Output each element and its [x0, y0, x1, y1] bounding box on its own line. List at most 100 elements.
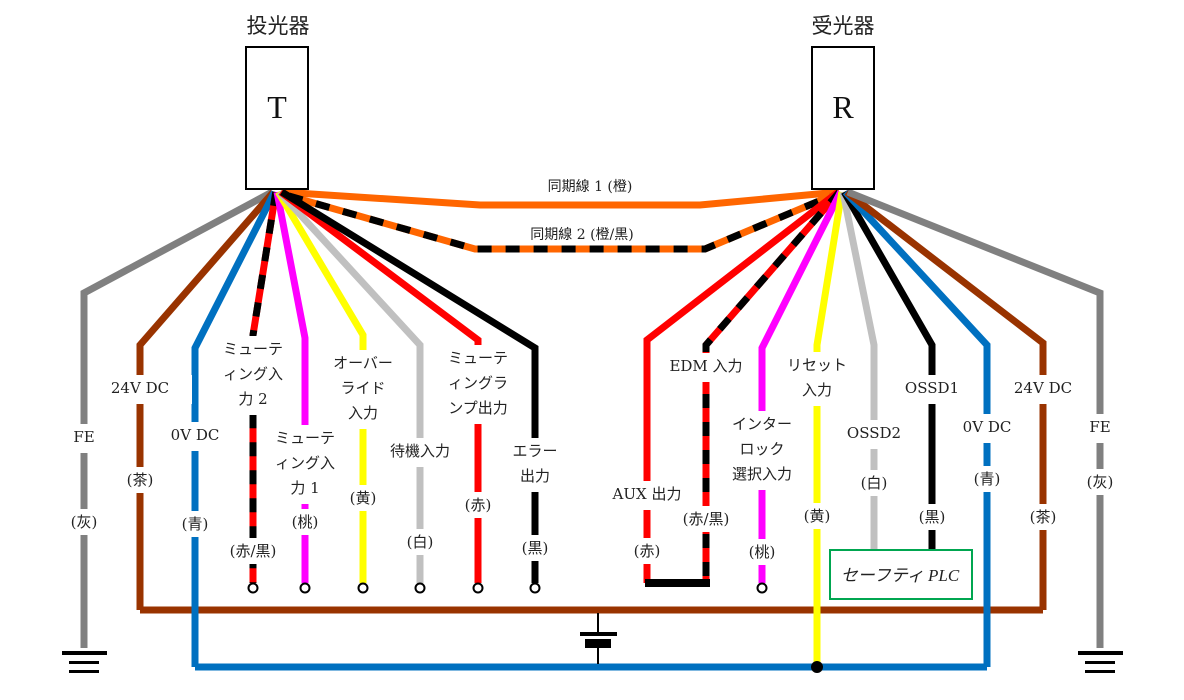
receiver-wire-edm-color-label: (赤/黒) — [683, 510, 730, 528]
receiver-wire-fe-name-label-gap — [1078, 414, 1122, 443]
receiver-wire-reset-name-line: 入力 — [802, 381, 832, 399]
emitter-wire-muting2-color-label-gap — [227, 538, 279, 564]
receiver-wire-24v-name-label-gap — [991, 375, 1095, 404]
emitter-wire-muting2-color-label: (赤/黒) — [230, 542, 277, 560]
receiver-wire-ossd2-color-label: (白) — [861, 474, 888, 492]
emitter-wire-mutinglamp-color-label-gap — [452, 492, 504, 518]
emitter-wire-fe-color-label-gap — [58, 509, 110, 535]
emitter-wire-muting1-name-line: 力 1 — [290, 479, 319, 497]
receiver-wire-0v-color-label: (青) — [974, 470, 1001, 488]
receiver-unit — [811, 46, 875, 190]
emitter-wire-muting1-name-line: ミューテ — [275, 429, 335, 447]
receiver-wire-0v — [842, 189, 991, 667]
emitter-wire-muting2-terminal — [247, 582, 259, 594]
receiver-wire-interlock-name-line: インター — [732, 415, 792, 433]
emitter-wire-0v-name-line: 0V DC — [171, 426, 220, 444]
receiver-wire-24v-name-line: 24V DC — [1014, 379, 1072, 397]
receiver-wire-24v-color-label: (茶) — [1030, 508, 1057, 526]
receiver-wire-aux-name-line: AUX 出力 — [612, 485, 682, 503]
receiver-wire-ossd2-name-line: OSSD2 — [847, 424, 901, 442]
emitter-wire-24v-name-label-gap — [88, 375, 192, 404]
receiver-wire-fe-name-line: FE — [1089, 418, 1110, 436]
emitter-wire-24v-color-label-gap — [114, 467, 166, 493]
emitter-wire-24v-color-label: (茶) — [127, 471, 154, 489]
power-source-negative-plate — [585, 639, 611, 648]
emitter-wire-muting1-name-label-gap — [268, 425, 342, 504]
receiver-wire-reset — [813, 191, 846, 667]
receiver-wire-edm-stripe — [702, 189, 843, 583]
receiver-wire-fe-color-label-gap — [1074, 469, 1126, 495]
receiver-wire-ossd2-name-label-gap — [829, 420, 919, 449]
emitter-wire-override-color-label: (黄) — [350, 489, 377, 507]
receiver-wire-edm-name-label-gap — [654, 353, 758, 382]
emitter-wire-0v-color-label-gap — [169, 511, 221, 537]
emitter-wire-muting1-name-line: ィング入 — [275, 454, 335, 472]
reset-0v-junction-dot — [811, 661, 823, 673]
emitter-wire-mutinglamp-name-line: ンプ出力 — [448, 399, 508, 417]
emitter-wire-muting1-color-label-gap — [279, 509, 331, 535]
emitter-wire-standby-name-line: 待機入力 — [390, 442, 450, 460]
emitter-wire-mutinglamp-color-label: (赤) — [465, 496, 492, 514]
emitter-wire-muting1-terminal — [299, 582, 311, 594]
emitter-wire-standby — [276, 189, 424, 583]
emitter-wire-24v — [136, 189, 277, 610]
emitter-letter: T — [267, 89, 287, 125]
emitter-wire-override-name-label-gap — [326, 350, 400, 429]
emitter-wire-standby-name-label-gap — [383, 438, 457, 467]
symbols-layer — [62, 579, 1123, 673]
receiver-wire-reset-color-label: (黄) — [804, 507, 831, 525]
emitter-wire-mutinglamp-name-line: ィングラ — [448, 374, 508, 392]
receiver-wire-edm-color-label-gap — [680, 506, 732, 532]
receiver-letter: R — [832, 89, 854, 125]
emitter-wire-standby-color-label-gap — [394, 529, 446, 555]
receiver-ground-icon-bar-1 — [1078, 651, 1123, 655]
emitter-wire-0v — [191, 190, 278, 667]
receiver-wire-ossd1-name-label-gap — [887, 375, 977, 404]
emitter-wire-muting2-name-label-gap — [216, 336, 290, 415]
emitter-wire-fe-name-line: FE — [73, 428, 94, 446]
receiver-wire-reset-name-line: リセット — [787, 356, 847, 374]
receiver-wire-ossd1 — [841, 190, 936, 550]
sync-line-2-wire-stripe — [288, 192, 833, 253]
receiver-wire-edm-name-line: EDM 入力 — [669, 357, 742, 375]
receiver-wire-interlock-name-line: ロック — [739, 440, 784, 458]
emitter-wire-error — [279, 189, 539, 583]
receiver-wire-interlock-color-label-gap — [736, 539, 788, 565]
emitter-title: 投光器 — [247, 14, 310, 38]
receiver-title: 受光器 — [812, 14, 875, 38]
receiver-wire-reset-name-label-gap — [780, 352, 854, 406]
emitter-wire-fe-name-label-gap — [62, 424, 106, 453]
emitter-ground-icon-bar-2 — [69, 661, 99, 664]
receiver-wire-interlock-color-label: (桃) — [749, 543, 776, 561]
safety-plc-label: セーフティ PLC — [841, 566, 960, 585]
receiver-wire-ossd2-color-label-gap — [848, 470, 900, 496]
receiver-wire-ossd1-name-line: OSSD1 — [905, 379, 959, 397]
receiver-wire-aux-name-label-gap — [595, 481, 699, 510]
emitter-wire-standby-terminal — [414, 582, 426, 594]
emitter-wire-mutinglamp-name-line: ミューテ — [448, 349, 508, 367]
emitter-wire-override-name-line: オーバー — [333, 354, 393, 372]
receiver-wire-aux-color-label-gap — [621, 538, 673, 564]
sync-line-1-label: 同期線 1 (橙) — [548, 179, 633, 195]
emitter-wire-override-name-line: ライド — [340, 379, 385, 397]
emitter-wire-error-name-label-gap — [505, 438, 565, 492]
receiver-wire-0v-color-label-gap — [961, 466, 1013, 492]
receiver-wire-aux-color-label: (赤) — [634, 542, 661, 560]
receiver-wire-fe — [846, 188, 1104, 648]
emitter-wire-error-name-line: エラー — [512, 442, 557, 460]
emitter-wire-override-color-label-gap — [337, 485, 389, 511]
emitter-wire-0v-color-label: (青) — [182, 515, 209, 533]
emitter-wire-error-name-line: 出力 — [520, 467, 550, 485]
emitter-wire-fe-color-label: (灰) — [71, 513, 98, 531]
emitter-unit — [245, 46, 309, 190]
receiver-wire-ossd1-color-label: (黒) — [919, 508, 946, 526]
emitter-ground-icon-bar-3 — [69, 670, 99, 673]
emitter-wire-override-name-line: 入力 — [348, 404, 378, 422]
emitter-wire-muting2-stripe — [249, 191, 280, 583]
power-source-positive-plate — [580, 632, 617, 636]
emitter-ground-icon-bar-1 — [62, 651, 107, 655]
receiver-ground-icon-bar-2 — [1085, 661, 1115, 664]
receiver-wire-0v-name-line: 0V DC — [963, 418, 1012, 436]
